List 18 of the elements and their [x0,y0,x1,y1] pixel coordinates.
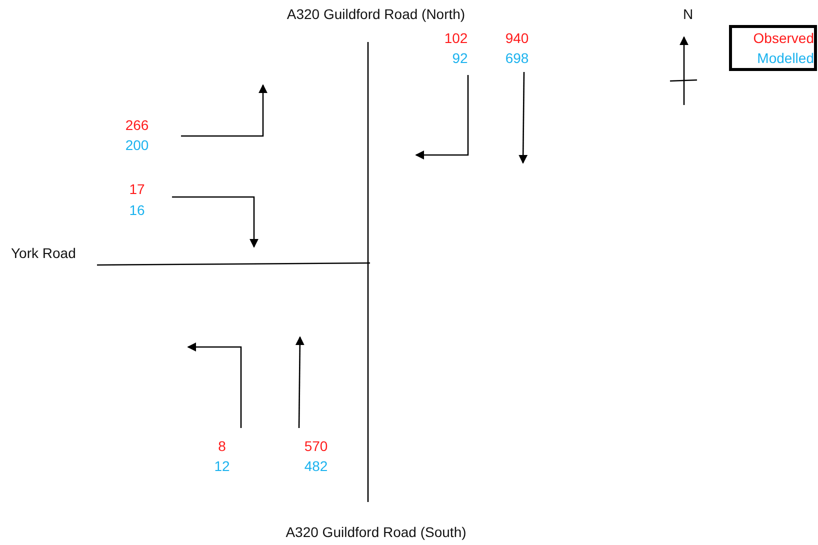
legend-entry: Modelled [757,50,814,66]
road-name: A320 Guildford Road (North) [286,6,466,22]
road-name: A320 Guildford Road (South) [286,524,466,540]
modelled-count: 482 [304,458,328,474]
observed-count: 266 [125,117,149,133]
legend-entry: Observed [753,30,814,46]
observed-count: 570 [304,438,328,454]
modelled-count: 16 [129,202,145,218]
observed-count: 17 [129,181,145,197]
observed-count: 102 [444,30,468,46]
modelled-count: 698 [505,50,529,66]
modelled-count: 12 [214,458,230,474]
modelled-count: 92 [452,50,468,66]
observed-count: 8 [218,438,226,454]
north-label: N [682,6,694,22]
modelled-count: 200 [125,137,149,153]
observed-count: 940 [505,30,529,46]
road-name: York Road [11,245,76,261]
